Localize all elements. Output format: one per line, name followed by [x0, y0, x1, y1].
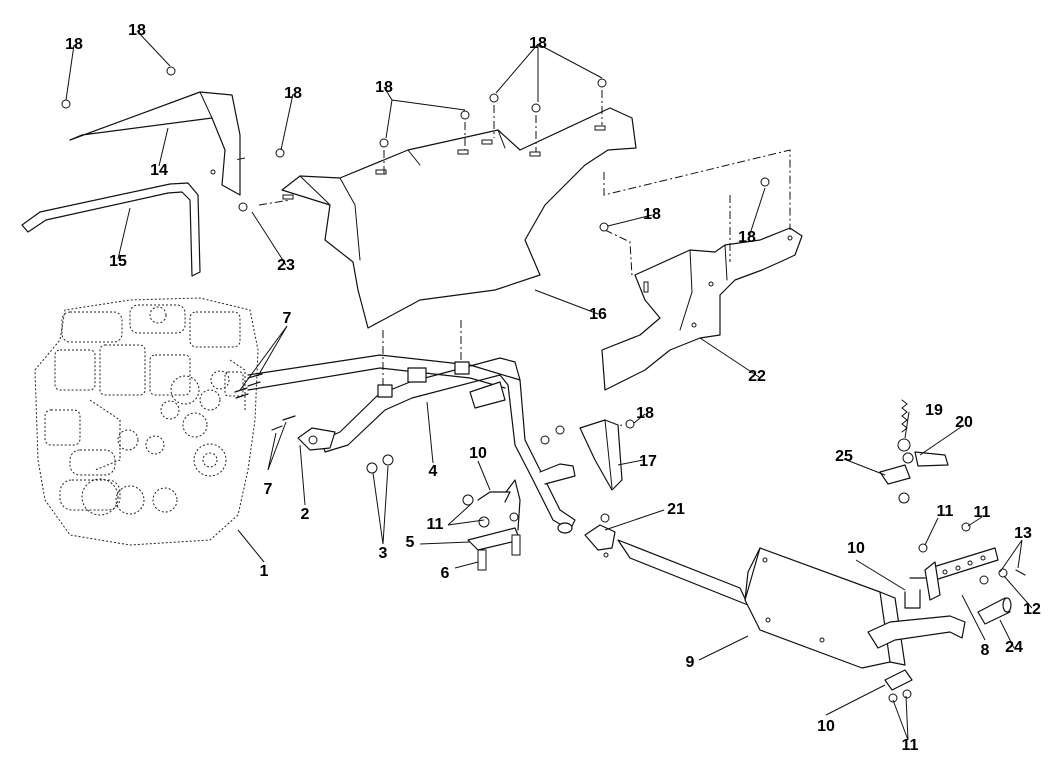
- isolator-parts-19-20-25: [879, 399, 949, 504]
- shield-part-22: [601, 227, 803, 391]
- callout-22: 22: [748, 368, 766, 385]
- callout-23: 23: [277, 257, 295, 274]
- callout-16: 16: [589, 306, 607, 323]
- bracket-part-5: [462, 479, 521, 571]
- callout-labels: 1 2 3 4 5 6 7 7 8 9 10 10 10 11 11 11 11…: [65, 22, 1041, 754]
- callout-17: 17: [639, 453, 657, 470]
- callout-5: 5: [406, 534, 415, 551]
- callout-12: 12: [1023, 601, 1041, 618]
- alignment-lines: [234, 90, 791, 431]
- callout-11-far-right: 11: [974, 504, 991, 521]
- callout-7-upper: 7: [283, 310, 292, 327]
- callout-6: 6: [441, 565, 450, 582]
- callout-14: 14: [150, 162, 168, 179]
- shield-part-14: [69, 91, 241, 196]
- callout-10-center: 10: [469, 445, 487, 462]
- tailpipe-part-24: [977, 597, 1012, 625]
- callout-25: 25: [835, 448, 853, 465]
- callout-15: 15: [109, 253, 127, 270]
- callout-8: 8: [981, 642, 990, 659]
- bolts-part-18: [61, 66, 770, 429]
- nuts-part-3: [366, 425, 565, 474]
- gasket-part-2: [297, 427, 336, 451]
- strap-part-15: [21, 182, 201, 277]
- ubolt-part-10-center: [539, 463, 576, 485]
- callout-24: 24: [1005, 639, 1023, 656]
- callout-1: 1: [260, 563, 269, 580]
- callout-18-a: 18: [65, 36, 83, 53]
- callout-4: 4: [429, 463, 438, 480]
- clamp-part-21: [584, 513, 616, 558]
- ubolt-part-10-right: [904, 577, 926, 609]
- leader-lines: [65, 30, 1033, 741]
- callout-2: 2: [301, 506, 310, 523]
- shield-part-16: [281, 107, 637, 329]
- callout-9: 9: [686, 654, 695, 671]
- callout-18-b: 18: [128, 22, 146, 39]
- callout-18-c: 18: [284, 85, 302, 102]
- muffler-part-9: [617, 539, 966, 669]
- callout-13: 13: [1014, 525, 1032, 542]
- exhaust-pipe-part-4: [247, 354, 576, 534]
- stud-part-7: [234, 373, 296, 431]
- callout-18-d: 18: [375, 79, 393, 96]
- callout-3: 3: [379, 545, 388, 562]
- bracket-part-8: [924, 547, 999, 601]
- callout-19: 19: [925, 402, 943, 419]
- callout-21: 21: [667, 501, 685, 518]
- callout-20: 20: [955, 414, 973, 431]
- callout-11-center: 11: [427, 516, 444, 533]
- callout-18-f: 18: [643, 206, 661, 223]
- callout-11-upper-right: 11: [937, 503, 954, 520]
- plate-part-17: [579, 419, 623, 491]
- callout-10-right: 10: [847, 540, 865, 557]
- callout-11-bottom: 11: [902, 737, 919, 754]
- callout-10-bottom: 10: [817, 718, 835, 735]
- callout-18-e: 18: [529, 35, 547, 52]
- engine-part-1: [34, 297, 259, 546]
- callout-7-lower: 7: [264, 481, 273, 498]
- hardware-right: [918, 522, 1026, 585]
- clamp-part-10-bottom: [884, 669, 913, 703]
- callout-18-g: 18: [738, 229, 756, 246]
- callout-18-h: 18: [636, 405, 654, 422]
